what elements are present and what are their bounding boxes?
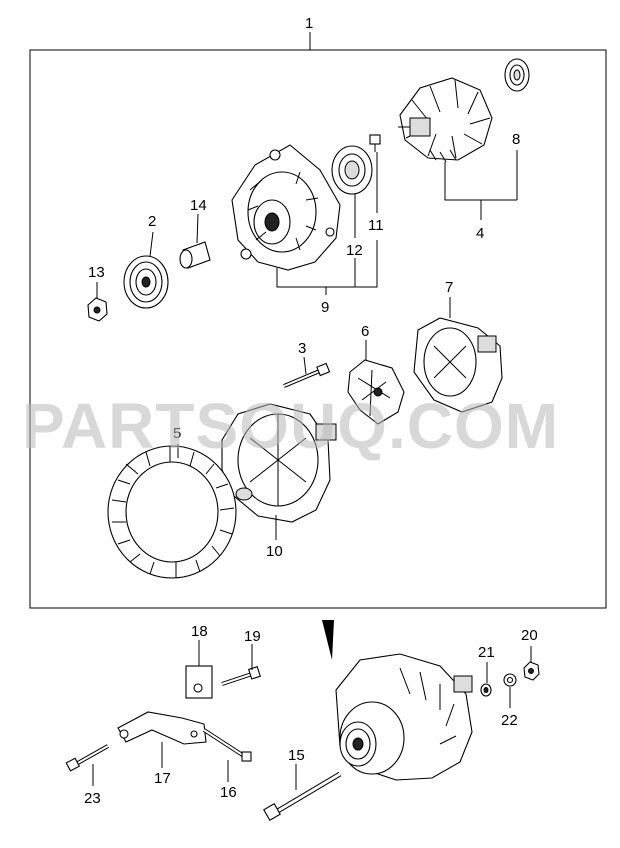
part-bolt-15[interactable] bbox=[263, 771, 342, 821]
part-bearing-8[interactable] bbox=[504, 58, 530, 92]
callout-21[interactable]: 21 bbox=[478, 644, 495, 661]
part-nut-20[interactable] bbox=[523, 661, 540, 681]
callout-4[interactable]: 4 bbox=[476, 225, 484, 242]
part-pulley[interactable] bbox=[123, 255, 169, 309]
watermark: PARTSOUQ.COM bbox=[22, 390, 559, 462]
part-spacer-14[interactable] bbox=[179, 241, 211, 269]
callout-13[interactable]: 13 bbox=[88, 264, 105, 281]
part-front-housing[interactable] bbox=[231, 144, 341, 271]
callout-11[interactable]: 11 bbox=[368, 217, 384, 234]
callout-8[interactable]: 8 bbox=[512, 131, 520, 148]
part-nut-13[interactable] bbox=[87, 297, 108, 322]
callout-3[interactable]: 3 bbox=[298, 340, 306, 357]
callout-17[interactable]: 17 bbox=[154, 770, 171, 787]
callout-5[interactable]: 5 bbox=[173, 425, 181, 442]
callout-20[interactable]: 20 bbox=[521, 627, 538, 644]
callout-19[interactable]: 19 bbox=[244, 628, 261, 645]
part-bolt-23[interactable] bbox=[65, 744, 109, 772]
callout-18[interactable]: 18 bbox=[191, 623, 208, 640]
assembly-frame bbox=[29, 49, 607, 609]
part-bolt-19[interactable] bbox=[221, 666, 261, 686]
part-rear-housing[interactable] bbox=[221, 403, 337, 523]
callout-10[interactable]: 10 bbox=[266, 543, 283, 560]
callout-6[interactable]: 6 bbox=[361, 323, 369, 340]
callout-1[interactable]: 1 bbox=[305, 15, 313, 32]
callout-22[interactable]: 22 bbox=[501, 712, 518, 729]
callout-2[interactable]: 2 bbox=[148, 213, 156, 230]
part-rotor[interactable] bbox=[398, 77, 493, 163]
callout-15[interactable]: 15 bbox=[288, 747, 305, 764]
callout-9[interactable]: 9 bbox=[321, 299, 329, 316]
part-brush-holder[interactable] bbox=[347, 359, 405, 425]
part-screw-11[interactable] bbox=[369, 134, 381, 152]
callout-23[interactable]: 23 bbox=[84, 790, 101, 807]
callout-16[interactable]: 16 bbox=[220, 784, 237, 801]
part-through-bolt[interactable] bbox=[283, 362, 331, 388]
alternator-assembly[interactable] bbox=[322, 620, 473, 781]
part-bracket-18[interactable] bbox=[185, 665, 213, 699]
part-washer-22[interactable] bbox=[503, 673, 517, 687]
part-stator[interactable] bbox=[107, 445, 237, 579]
part-washer-21[interactable] bbox=[480, 683, 492, 697]
part-bolt-16[interactable] bbox=[202, 728, 252, 762]
callout-14[interactable]: 14 bbox=[190, 197, 207, 214]
part-bearing-12[interactable] bbox=[331, 145, 373, 195]
part-adjusting-bar[interactable] bbox=[117, 711, 207, 745]
part-rear-cover[interactable] bbox=[413, 317, 503, 413]
callout-12[interactable]: 12 bbox=[346, 242, 363, 259]
callout-7[interactable]: 7 bbox=[445, 279, 453, 296]
